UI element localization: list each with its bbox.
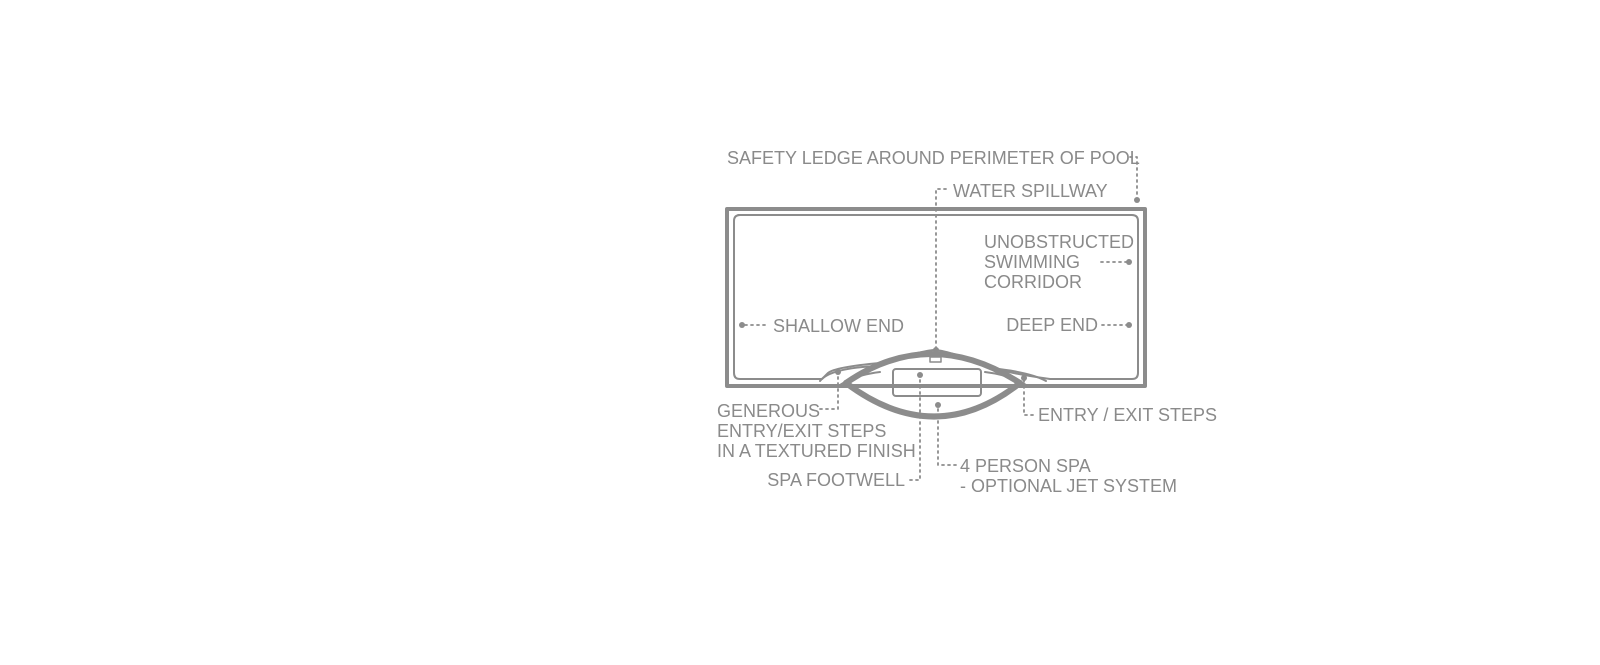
water-spillway-mark [929,356,942,363]
dot-generous-steps [835,369,841,375]
label-spa-line2: - OPTIONAL JET SYSTEM [960,476,1177,496]
dot-water-spillway [933,347,939,353]
label-generous-steps-line3: IN A TEXTURED FINISH [717,441,916,461]
dot-deep-end [1126,322,1132,328]
leader-water-spillway [935,188,947,349]
label-spa-line1: 4 PERSON SPA [960,456,1091,476]
label-generous-steps-line1: GENEROUS [717,401,820,421]
dot-spa [935,402,941,408]
leader-generous-steps [819,373,839,410]
label-corridor-line3: CORRIDOR [984,272,1082,292]
label-safety-ledge: SAFETY LEDGE AROUND PERIMETER OF POOL [727,148,1140,168]
entry-steps-right-2 [984,371,1027,386]
dot-entry-exit-steps [1021,375,1027,381]
dot-shallow-end [739,322,745,328]
label-water-spillway: WATER SPILLWAY [953,181,1108,201]
leader-safety-ledge [1129,156,1138,199]
leader-spa [937,406,957,466]
label-spa-footwell: SPA FOOTWELL [767,470,905,490]
dot-spa-footwell [917,372,923,378]
leader-dots [739,197,1140,408]
spa-ring-lower [843,380,1023,420]
label-entry-exit-steps: ENTRY / EXIT STEPS [1038,405,1217,425]
dot-safety-ledge [1134,197,1140,203]
entry-steps-right [989,367,1047,382]
dot-corridor [1126,259,1132,265]
leader-spa-footwell [909,376,921,481]
entry-steps-left-2 [839,371,881,386]
leader-entry-exit-steps [1023,379,1034,416]
label-corridor-line1: UNOBSTRUCTED [984,232,1134,252]
spa-footwell [892,368,982,397]
spa-ring [843,351,1023,386]
label-shallow-end: SHALLOW END [773,316,904,336]
leader-lines [744,156,1138,481]
label-generous-steps-line2: ENTRY/EXIT STEPS [717,421,886,441]
label-deep-end: DEEP END [1006,315,1098,335]
label-corridor-line2: SWIMMING [984,252,1080,272]
